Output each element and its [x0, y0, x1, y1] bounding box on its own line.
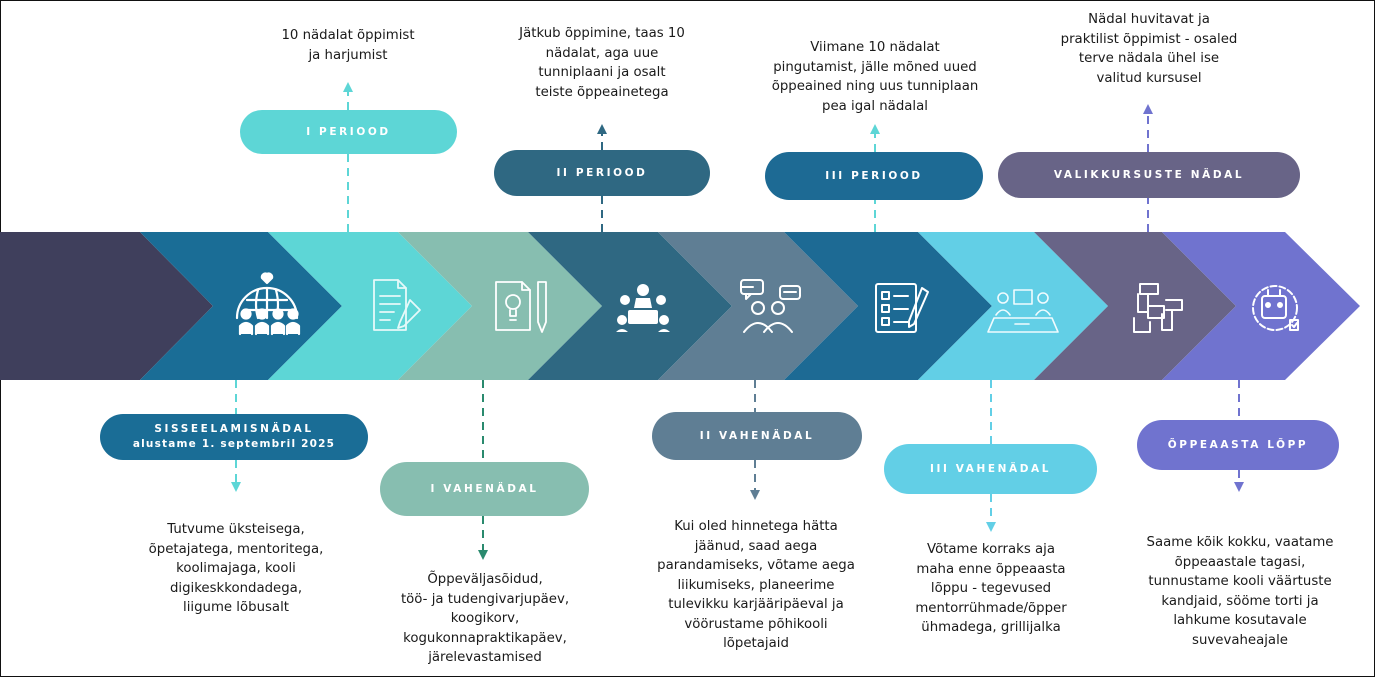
desc-line: valitud kursusel — [1096, 70, 1202, 86]
desc-line: koogikorv, — [450, 611, 520, 626]
desc-line: vöörustame põhikooli — [684, 616, 828, 632]
desc-line: järelevastamised — [428, 650, 542, 665]
chevron-segment-3 — [268, 232, 472, 380]
desc-line: praktilist õppimist - osaled — [1060, 31, 1238, 47]
pill-ii-vahenadal: II VAHENÄDAL — [652, 412, 862, 460]
community-globe-icon — [235, 272, 301, 336]
meeting-group-icon — [616, 284, 670, 332]
pill-i-vahenadal: I VAHENÄDAL — [380, 462, 589, 516]
pill-valikkursuste-nadal: VALIKKURSUSTE NÄDAL — [998, 152, 1300, 198]
desc-line: kandjaid, sööme torti ja — [1161, 593, 1319, 609]
desc-line: 10 nädalat õppimist — [281, 28, 415, 43]
desc-line: liigume lõbusalt — [183, 600, 289, 615]
desc-line: õppeained ning uus tunniplaan — [771, 79, 979, 94]
desc-line: töö- ja tudengivarjupäev, — [400, 591, 570, 607]
pill-iii-periood: III PERIOOD — [765, 152, 983, 200]
desc-i-periood: 10 nädalat õppimist ja harjumist — [248, 26, 448, 65]
desc-oppeaasta-lopp: Saame kõik kokku, vaatame õppeaastale ta… — [1122, 533, 1358, 650]
hands-together-icon — [1133, 283, 1183, 333]
pill-i-periood: I PERIOOD — [240, 110, 457, 154]
desc-line: maha enne õppeaasta — [916, 561, 1066, 577]
desc-line: mentorrühmade/õpper — [915, 600, 1067, 616]
pill-label: I VAHENÄDAL — [430, 482, 539, 495]
desc-valikkursuste-nadal: Nädal huvitavat ja praktilist õppimist -… — [1018, 10, 1280, 88]
desc-iii-periood: Viimane 10 nädalat pingutamist, jälle mõ… — [745, 38, 1005, 116]
desc-line: Võtame korraks aja — [927, 542, 1055, 557]
document-pen-icon — [373, 279, 421, 331]
desc-line: tunnustame kooli väärtuste — [1148, 574, 1332, 589]
chevron-segment-8 — [918, 232, 1108, 380]
pill-label: II PERIOOD — [556, 166, 648, 179]
pill-label: SISSEELAMISNÄDAL — [154, 423, 314, 435]
checklist-icon — [875, 283, 929, 333]
desc-line: tulevikku karjääripäeval ja — [668, 597, 844, 612]
desc-line: ühmadega, grillijalka — [921, 620, 1061, 635]
desc-line: õppeaastale tagasi, — [1174, 554, 1306, 570]
desc-line: parandamiseks, võtame aega — [657, 558, 855, 573]
pill-sublabel: alustame 1. septembril 2025 — [132, 438, 336, 450]
desc-line: tunniplaani ja osalt — [538, 65, 666, 80]
pill-label: VALIKKURSUSTE NÄDAL — [1053, 168, 1245, 181]
chevron-segment-1 — [0, 232, 213, 380]
desc-line: kogukonnapraktikapäev, — [403, 630, 567, 646]
chevron-segment-4 — [398, 232, 602, 380]
discussion-icon — [740, 279, 801, 333]
desc-line: terve nädala ühel ise — [1078, 51, 1220, 66]
desc-line: teiste õppeainetega — [535, 84, 669, 100]
desc-line: Tutvume üksteisega, — [167, 522, 305, 537]
desc-line: lõppu - tegevused — [930, 581, 1052, 596]
desc-ii-vahenadal: Kui oled hinnetega hätta jäänud, saad ae… — [636, 517, 876, 654]
pill-label: I PERIOOD — [306, 125, 391, 138]
chevron-segment-6 — [658, 232, 858, 380]
desc-ii-periood: Jätkub õppimine, taas 10 nädalat, aga uu… — [487, 24, 717, 102]
desc-line: Jätkub õppimine, taas 10 — [519, 26, 685, 41]
desc-line: pingutamist, jälle mõned uued — [773, 59, 977, 75]
desc-line: lahkume kosutavale — [1173, 613, 1307, 628]
desc-line: pea igal nädalal — [822, 98, 928, 114]
desc-line: Õppeväljasõidud, — [427, 572, 543, 587]
idea-paper-icon — [495, 281, 547, 333]
desc-line: digikeskkondadega, — [169, 580, 303, 596]
pill-iii-vahenadal: III VAHENÄDAL — [884, 444, 1097, 494]
desc-line: õpetajatega, mentoritega, — [148, 541, 324, 557]
pill-oppeaasta-lopp: ÕPPEAASTA LÕPP — [1137, 420, 1339, 470]
pill-label: III PERIOOD — [825, 169, 923, 182]
settings-gear-icon — [1252, 285, 1299, 331]
desc-line: lõpetajaid — [723, 636, 789, 651]
desc-line: nädalat, aga uue — [545, 45, 659, 61]
desc-line: Saame kõik kokku, vaatame — [1146, 535, 1334, 550]
chevron-segment-5 — [528, 232, 732, 380]
desc-line: jäänud, saad aega — [694, 538, 818, 554]
pill-label: III VAHENÄDAL — [929, 462, 1052, 475]
pill-label: II VAHENÄDAL — [699, 429, 815, 442]
desc-line: koolimajaga, kooli — [176, 561, 296, 576]
desc-i-vahenadal: Õppeväljasõidud, töö- ja tudengivarjupäe… — [372, 570, 598, 668]
desc-line: Nädal huvitavat ja — [1088, 12, 1210, 27]
pill-ii-periood: II PERIOOD — [494, 150, 710, 196]
desc-line: liikumiseks, planeerime — [677, 577, 835, 593]
teamwork-desk-icon — [987, 289, 1059, 333]
chevron-segment-9 — [1034, 232, 1236, 380]
chevron-segment-2 — [140, 232, 342, 380]
desc-iii-vahenadal: Võtame korraks aja maha enne õppeaasta l… — [888, 540, 1094, 638]
desc-sisseelamisnadal: Tutvume üksteisega, õpetajatega, mentori… — [120, 520, 352, 618]
desc-line: Viimane 10 nädalat — [810, 40, 940, 55]
pill-label: ÕPPEAASTA LÕPP — [1167, 438, 1309, 451]
desc-line: Kui oled hinnetega hätta — [674, 519, 838, 534]
pill-sisseelamisnadal: SISSEELAMISNÄDAL alustame 1. septembril … — [100, 414, 368, 460]
desc-line: ja harjumist — [308, 47, 388, 63]
desc-line: suvevaheajale — [1192, 632, 1288, 648]
